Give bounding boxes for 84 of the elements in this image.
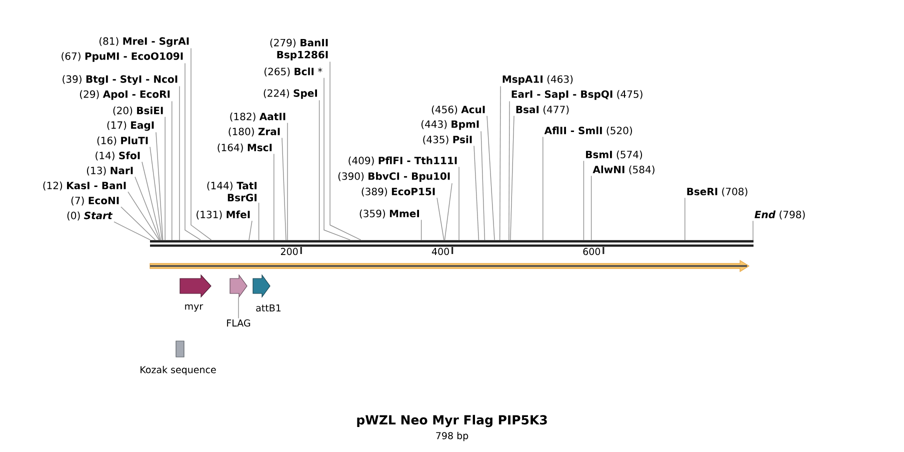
site-label: (435) PsiI xyxy=(423,136,472,144)
site-label: (81) MreI - SgrAI xyxy=(100,37,189,47)
site-label: BsmI (574) xyxy=(586,150,642,160)
node-label: attB1 xyxy=(256,304,281,312)
leader-line xyxy=(156,132,164,240)
tick-label: 600 xyxy=(583,248,600,256)
leader-line xyxy=(150,146,162,240)
site-label: (12) KasI - BanI xyxy=(43,182,126,190)
leader-line xyxy=(184,62,201,240)
site-label: EarI - SapI - BspQI (475) xyxy=(512,90,642,100)
leader-line xyxy=(238,296,239,319)
leader-line xyxy=(684,198,686,240)
site-label: (180) ZraI xyxy=(228,128,280,136)
leader-line xyxy=(134,176,160,240)
leader-line xyxy=(474,146,480,240)
feature-block xyxy=(230,274,248,298)
leader-line xyxy=(179,86,180,240)
leader-line xyxy=(324,78,351,240)
site-label: (359) MmeI xyxy=(360,210,419,218)
map-title: pWZL Neo Myr Flag PIP5K3 xyxy=(357,414,547,428)
feature-block: attB1 xyxy=(252,274,281,312)
site-label: (409) PflFI - Tth111I xyxy=(348,156,457,166)
feature-block xyxy=(150,260,750,272)
site-label: MspA1I (463) xyxy=(502,75,573,85)
leader-line xyxy=(480,130,486,240)
site-label: (7) EcoNI xyxy=(71,196,119,206)
leader-line xyxy=(128,192,160,240)
leader-line xyxy=(436,198,444,240)
site-label: (182) AatII xyxy=(230,112,286,122)
site-label: (390) BbvCI - Bpu10I xyxy=(338,172,450,182)
feature-block: myr xyxy=(180,274,212,312)
node-label: myr xyxy=(185,304,204,312)
leader-line xyxy=(486,116,495,240)
leader-line xyxy=(510,116,514,240)
site-label: (67) PpuMI - EcoO109I xyxy=(62,52,183,62)
feature-box: Kozak sequence xyxy=(140,340,216,376)
site-label: (265) BclI* xyxy=(264,68,322,76)
site-label: (0) Start xyxy=(67,212,113,220)
site-label: End (798) xyxy=(754,210,805,220)
site-label: AlwNI (584) xyxy=(592,166,654,174)
site-label: (20) BsiEI xyxy=(113,106,163,116)
leader-line xyxy=(330,61,362,240)
leader-line xyxy=(258,202,260,240)
site-label: BseRI (708) xyxy=(687,188,748,196)
site-label: BsaI (477) xyxy=(516,106,569,114)
site-label: (144) TatI BsrGI xyxy=(207,182,256,202)
site-label: (13) NarI xyxy=(87,166,133,176)
site-label: (39) BtgI - StyI - NcoI xyxy=(62,75,178,85)
leader-line xyxy=(142,162,161,240)
leader-line xyxy=(282,138,286,240)
leader-line xyxy=(752,220,754,240)
site-label: (29) ApoI - EcoRI xyxy=(80,90,170,100)
site-label: (131) MfeI xyxy=(196,210,250,220)
leader-line xyxy=(164,116,166,240)
node-label: Kozak sequence xyxy=(140,366,216,376)
leader-line xyxy=(508,100,510,240)
leader-line xyxy=(458,166,460,240)
leader-line xyxy=(444,182,452,240)
leader-line xyxy=(248,220,252,240)
leader-line xyxy=(114,222,151,240)
site-label: (224) SpeI xyxy=(264,89,317,99)
site-label: (17) EagI xyxy=(107,121,154,131)
leader-line xyxy=(583,160,584,240)
leader-line xyxy=(318,100,320,240)
site-label: (456) AcuI xyxy=(432,106,485,114)
site-label: (389) EcoP15I xyxy=(362,188,435,196)
leader-line xyxy=(542,136,544,240)
tick-label: 200 xyxy=(280,248,298,256)
site-label: (279) BanII Bsp1286I xyxy=(270,38,328,60)
length-label: 798 bp xyxy=(436,432,468,442)
leader-line xyxy=(287,122,288,240)
site-label: (443) BpmI xyxy=(421,120,479,130)
feature-label: FLAG xyxy=(227,319,250,327)
site-label: (16) PluTI xyxy=(97,136,148,146)
site-label: (14) SfoI xyxy=(96,152,140,160)
leader-line xyxy=(590,176,592,240)
leader-line xyxy=(190,48,212,240)
site-label: AflII - SmlI (520) xyxy=(544,126,632,136)
leader-line xyxy=(120,206,156,240)
tick-label: 400 xyxy=(432,248,449,256)
sequence-backbone xyxy=(150,240,754,247)
leader-line xyxy=(499,86,501,240)
leader-line xyxy=(420,220,422,240)
site-label: (164) MscI xyxy=(218,144,272,152)
